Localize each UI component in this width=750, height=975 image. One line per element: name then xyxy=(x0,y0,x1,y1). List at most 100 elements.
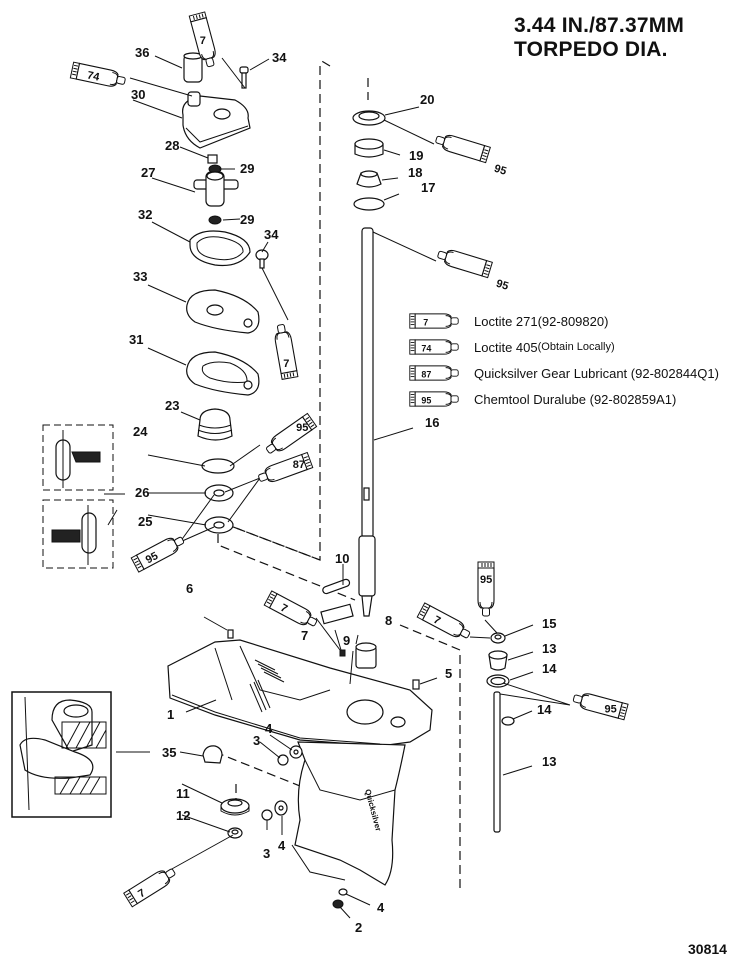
callout-9: 9 xyxy=(343,633,350,648)
legend-row: 74 Loctite 405 (Obtain Locally) xyxy=(408,334,719,360)
part-36-sleeve xyxy=(183,52,203,83)
legend-row: 95 Chemtool Duralube (92-802859A1) xyxy=(408,386,719,412)
callout-34: 34 xyxy=(272,50,287,65)
legend-note: (Obtain Locally) xyxy=(537,341,615,353)
title-line-1: 3.44 IN./87.37MM xyxy=(514,14,685,37)
callout-31: 31 xyxy=(129,332,143,347)
legend-label: Quicksilver Gear Lubricant (92-802844Q1) xyxy=(474,365,719,381)
part-13-shift-shaft xyxy=(493,691,501,833)
tube-95-seal: 95 xyxy=(477,561,495,617)
callout-10: 10 xyxy=(335,551,349,566)
tube-code: 7 xyxy=(431,614,442,627)
part-7-key-block xyxy=(320,603,354,625)
callout-12: 12 xyxy=(176,808,190,823)
legend-label: Loctite 271(92-809820) xyxy=(474,313,609,329)
callout-14: 14 xyxy=(537,702,552,717)
legend-row: 7 Loctite 271(92-809820) xyxy=(408,308,719,334)
part-9-retainer xyxy=(339,649,346,657)
leader-lines xyxy=(104,55,571,919)
callout-36: 36 xyxy=(135,45,149,60)
callout-16: 14 xyxy=(542,661,557,676)
callout-23: 23 xyxy=(165,398,179,413)
centerline-pump-link xyxy=(214,519,321,561)
callout-22: 20 xyxy=(420,92,434,107)
centerline-shift-shaft xyxy=(399,624,461,890)
torpedo-diameter-title: 3.44 IN./87.37MM TORPEDO DIA. xyxy=(514,14,684,62)
tube-code: 95 xyxy=(144,550,160,566)
tube-7-top: 7 xyxy=(188,11,220,69)
part-29-seal-lower xyxy=(208,215,222,225)
svg-text:87: 87 xyxy=(421,369,431,379)
part-3-plug-upper xyxy=(277,754,289,766)
inset-anode-detail xyxy=(11,691,112,818)
tube-code: 7 xyxy=(278,602,289,615)
tube-7-seal: 7 xyxy=(416,602,473,643)
callout-11: 11 xyxy=(176,786,190,801)
tube-code: 95 xyxy=(604,703,616,715)
title-line-2: TORPEDO DIA. xyxy=(514,38,668,61)
callout-15: 13 xyxy=(542,641,556,656)
callout-34-lower: 34 xyxy=(264,227,279,242)
callout-1: 1 xyxy=(167,707,174,722)
part-18-driveshaft xyxy=(358,227,376,617)
svg-text:74: 74 xyxy=(421,343,431,353)
part-16-o-ring xyxy=(486,674,510,688)
callout-18: 16 xyxy=(425,415,439,430)
part-31-gasket xyxy=(186,351,260,396)
callout-33: 33 xyxy=(133,269,147,284)
lubricant-legend: 7 Loctite 271(92-809820) 74 Loctite 405 … xyxy=(408,308,719,412)
part-21-bearing-cup xyxy=(354,138,384,158)
tube-icon: 95 xyxy=(409,391,459,407)
tube-code: 7 xyxy=(136,887,148,900)
part-17-seal xyxy=(490,632,506,644)
tube-95-washer: 95 xyxy=(130,532,187,573)
part-34-screw-top xyxy=(239,66,249,89)
callout-32: 32 xyxy=(138,207,152,222)
part-5-dowel xyxy=(412,679,420,690)
callout-26: 26 xyxy=(135,485,149,500)
callout-7: 7 xyxy=(301,628,308,643)
figure-number: 30814 xyxy=(688,941,727,957)
callout-29-lower: 29 xyxy=(240,212,254,227)
part-19-shim xyxy=(353,197,385,211)
part-25-washer xyxy=(204,516,234,534)
part-23-impeller-cup xyxy=(197,408,233,441)
part-3-plug-lower xyxy=(261,809,273,821)
part-4-washer-bottom xyxy=(338,888,348,896)
part-8-bearing xyxy=(355,642,377,669)
callout-4-lower: 4 xyxy=(278,838,286,853)
tube-code: 7 xyxy=(200,35,206,47)
part-33-face-plate xyxy=(186,289,260,334)
callout-19: 17 xyxy=(421,180,435,195)
tube-95-shaft: 95 xyxy=(435,246,510,293)
part-30-pump-housing xyxy=(182,91,251,149)
tube-code: 95 xyxy=(480,574,492,586)
tube-icon: 87 xyxy=(409,365,459,381)
callout-21: 19 xyxy=(409,148,423,163)
part-32-gasket xyxy=(189,230,251,267)
callout-20: 18 xyxy=(408,165,422,180)
tube-7-screw: 7 xyxy=(272,322,299,380)
callouts: 36 34 30 28 29 27 29 32 34 33 31 23 24 2… xyxy=(129,45,557,935)
tube-code: 95 xyxy=(495,278,510,293)
part-15-bushing xyxy=(488,650,508,671)
tube-95-bearing: 95 xyxy=(433,131,508,178)
tube-code: 87 xyxy=(293,459,305,471)
callout-13: 13 xyxy=(542,754,556,769)
part-26-washer xyxy=(204,484,234,502)
part-14-clip xyxy=(501,716,515,726)
part-11-pinion-gear xyxy=(220,798,250,816)
tube-87: 87 xyxy=(255,451,314,487)
part-4-washer-lower xyxy=(274,800,288,816)
callout-6: 6 xyxy=(186,581,193,596)
callout-3-lower: 3 xyxy=(263,846,270,861)
inset-seal-orientation-bottom xyxy=(42,499,114,569)
callout-27: 27 xyxy=(141,165,155,180)
callout-4: 4 xyxy=(265,721,273,736)
tube-74: 74 xyxy=(69,61,128,90)
tube-7-housing: 7 xyxy=(263,590,320,631)
callout-30: 30 xyxy=(131,87,145,102)
tube-7-nut: 7 xyxy=(123,864,179,908)
part-24-o-ring xyxy=(201,458,235,474)
